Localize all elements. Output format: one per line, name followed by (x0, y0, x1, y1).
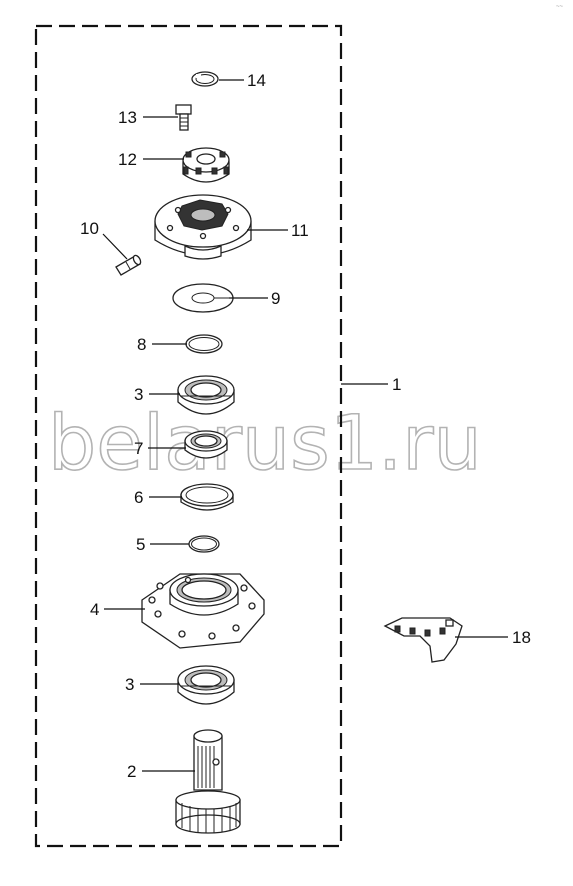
part-3-bearing-upper (177, 375, 235, 415)
callout-3-upper: 3 (134, 385, 143, 404)
part-18-spanner-wrench (383, 617, 463, 663)
part-6-ring (180, 483, 234, 511)
part-4-housing-flange (141, 573, 265, 649)
part-10-pin (115, 254, 142, 276)
callout-7: 7 (134, 439, 143, 458)
part-9-thrust-washer (172, 283, 234, 313)
leader-10 (102, 233, 128, 260)
callout-8: 8 (137, 335, 146, 354)
part-2-pinion-shaft (175, 729, 241, 834)
callout-2: 2 (127, 762, 136, 781)
corner-mark: ~~ (556, 4, 564, 10)
callout-10: 10 (80, 219, 99, 238)
callout-9: 9 (271, 289, 280, 308)
callout-1: 1 (392, 375, 401, 394)
callout-6: 6 (134, 488, 143, 507)
callout-5: 5 (136, 535, 145, 554)
part-7-seal (184, 430, 228, 459)
assembly-boundary (34, 24, 343, 848)
part-13-bolt (175, 104, 192, 131)
callout-18: 18 (512, 628, 531, 647)
part-11-carrier-plate (154, 194, 252, 260)
part-14-retaining-ring (191, 71, 219, 87)
leader-lines (102, 79, 508, 772)
part-3-bearing-lower (177, 665, 235, 705)
callout-14: 14 (247, 71, 266, 90)
watermark: belarus1.ru (48, 398, 482, 487)
callout-3-lower: 3 (125, 675, 134, 694)
part-5-o-ring (188, 535, 220, 553)
part-8-o-ring (185, 334, 223, 354)
part-12-castle-nut (182, 147, 230, 183)
callout-labels: 14 13 12 10 11 9 8 3 1 7 6 5 4 18 3 2 (80, 71, 531, 781)
callout-4: 4 (90, 600, 99, 619)
callout-12: 12 (118, 150, 137, 169)
callout-11: 11 (291, 221, 309, 240)
callout-13: 13 (118, 108, 137, 127)
